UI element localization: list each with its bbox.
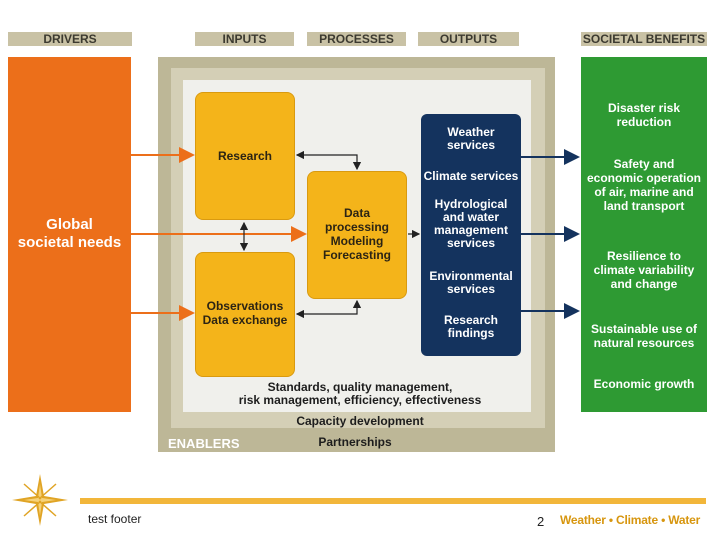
process-line: Forecasting xyxy=(322,248,391,262)
processing-box: Data processing Modeling Forecasting xyxy=(307,171,407,299)
enablers-label: ENABLERS xyxy=(168,436,240,451)
compass-star-icon xyxy=(12,474,68,526)
drivers-line: societal needs xyxy=(17,234,122,251)
brand-tagline: Weather • Climate • Water xyxy=(560,513,701,527)
observations-input-box: Observations Data exchange xyxy=(195,252,295,377)
page-number: 2 xyxy=(537,514,545,529)
footer-text: test footer xyxy=(88,512,142,526)
header-outputs: OUTPUTS xyxy=(418,32,519,46)
header-drivers: DRIVERS xyxy=(8,32,132,46)
data-exchange-label: Data exchange xyxy=(202,313,288,327)
research-input-label: Research xyxy=(217,149,273,163)
process-line: processing xyxy=(324,220,390,234)
header-societal-benefits: SOCIETAL BENEFITS xyxy=(581,32,707,46)
output-climate-services: Climate services xyxy=(423,169,519,183)
process-line: Modeling xyxy=(330,234,384,248)
header-inputs: INPUTS xyxy=(195,32,294,46)
partnerships-label: Partnerships xyxy=(318,435,392,449)
research-input-box: Research xyxy=(195,92,295,220)
drivers-label: Global societal needs xyxy=(8,216,131,252)
standards-label: Standards, quality management, risk mana… xyxy=(238,380,482,407)
capacity-development-label: Capacity development xyxy=(296,414,424,428)
drivers-line: Global xyxy=(46,216,93,233)
observations-label: Observations xyxy=(206,299,284,313)
drivers-box xyxy=(8,57,131,412)
benefit-economic-growth: Economic growth xyxy=(593,377,695,391)
process-line: Data xyxy=(343,206,370,220)
footer-rule xyxy=(80,498,706,504)
header-processes: PROCESSES xyxy=(307,32,406,46)
